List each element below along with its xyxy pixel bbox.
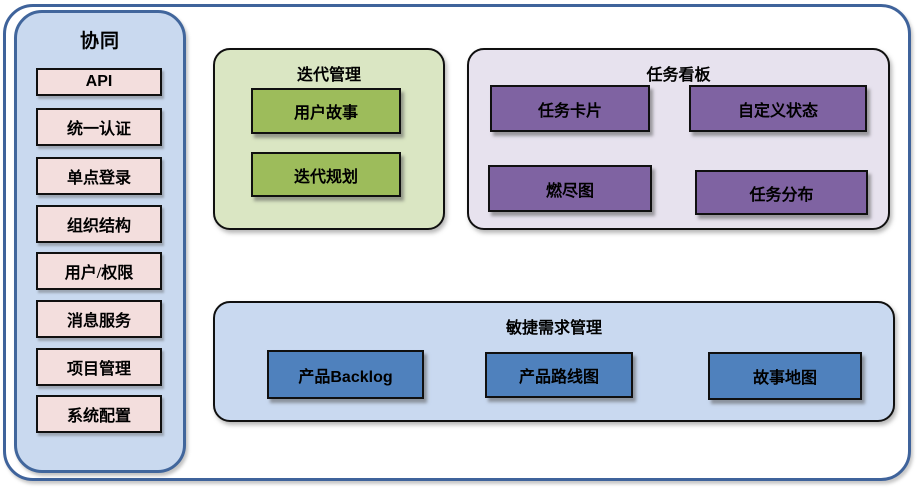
agile-requirements-title: 敏捷需求管理 xyxy=(505,320,602,337)
sidebar-item-project-management: 项目管理 xyxy=(36,348,162,386)
iteration-management-panel: 迭代管理 用户故事 迭代规划 xyxy=(213,48,445,230)
sidebar-item-unified-auth: 统一认证 xyxy=(36,108,162,146)
item-burndown-chart: 燃尽图 xyxy=(488,165,652,212)
collaboration-panel-title: 协同 xyxy=(79,31,120,52)
item-product-backlog: 产品Backlog xyxy=(267,350,424,399)
sidebar-item-system-config: 系统配置 xyxy=(36,395,162,433)
sidebar-item-single-sign-on: 单点登录 xyxy=(36,157,162,195)
item-product-roadmap: 产品路线图 xyxy=(485,352,633,398)
item-task-card: 任务卡片 xyxy=(490,85,650,132)
item-user-story: 用户故事 xyxy=(251,88,401,134)
item-iteration-planning: 迭代规划 xyxy=(251,152,401,197)
item-task-distribution: 任务分布 xyxy=(695,170,868,215)
sidebar-item-api: API xyxy=(36,68,162,96)
task-board-panel: 任务看板 任务卡片 自定义状态 燃尽图 任务分布 xyxy=(467,48,890,230)
item-story-map: 故事地图 xyxy=(708,352,862,400)
agile-requirements-panel: 敏捷需求管理 产品Backlog 产品路线图 故事地图 xyxy=(213,301,895,422)
sidebar-item-org-structure: 组织结构 xyxy=(36,205,162,243)
sidebar-item-message-service: 消息服务 xyxy=(36,300,162,338)
collaboration-panel: 协同 API 统一认证 单点登录 组织结构 用户/权限 消息服务 项目管理 系统… xyxy=(14,10,186,473)
iteration-management-title: 迭代管理 xyxy=(296,67,361,84)
item-custom-status: 自定义状态 xyxy=(689,85,867,132)
sidebar-item-user-permissions: 用户/权限 xyxy=(36,252,162,290)
task-board-title: 任务看板 xyxy=(646,67,711,84)
